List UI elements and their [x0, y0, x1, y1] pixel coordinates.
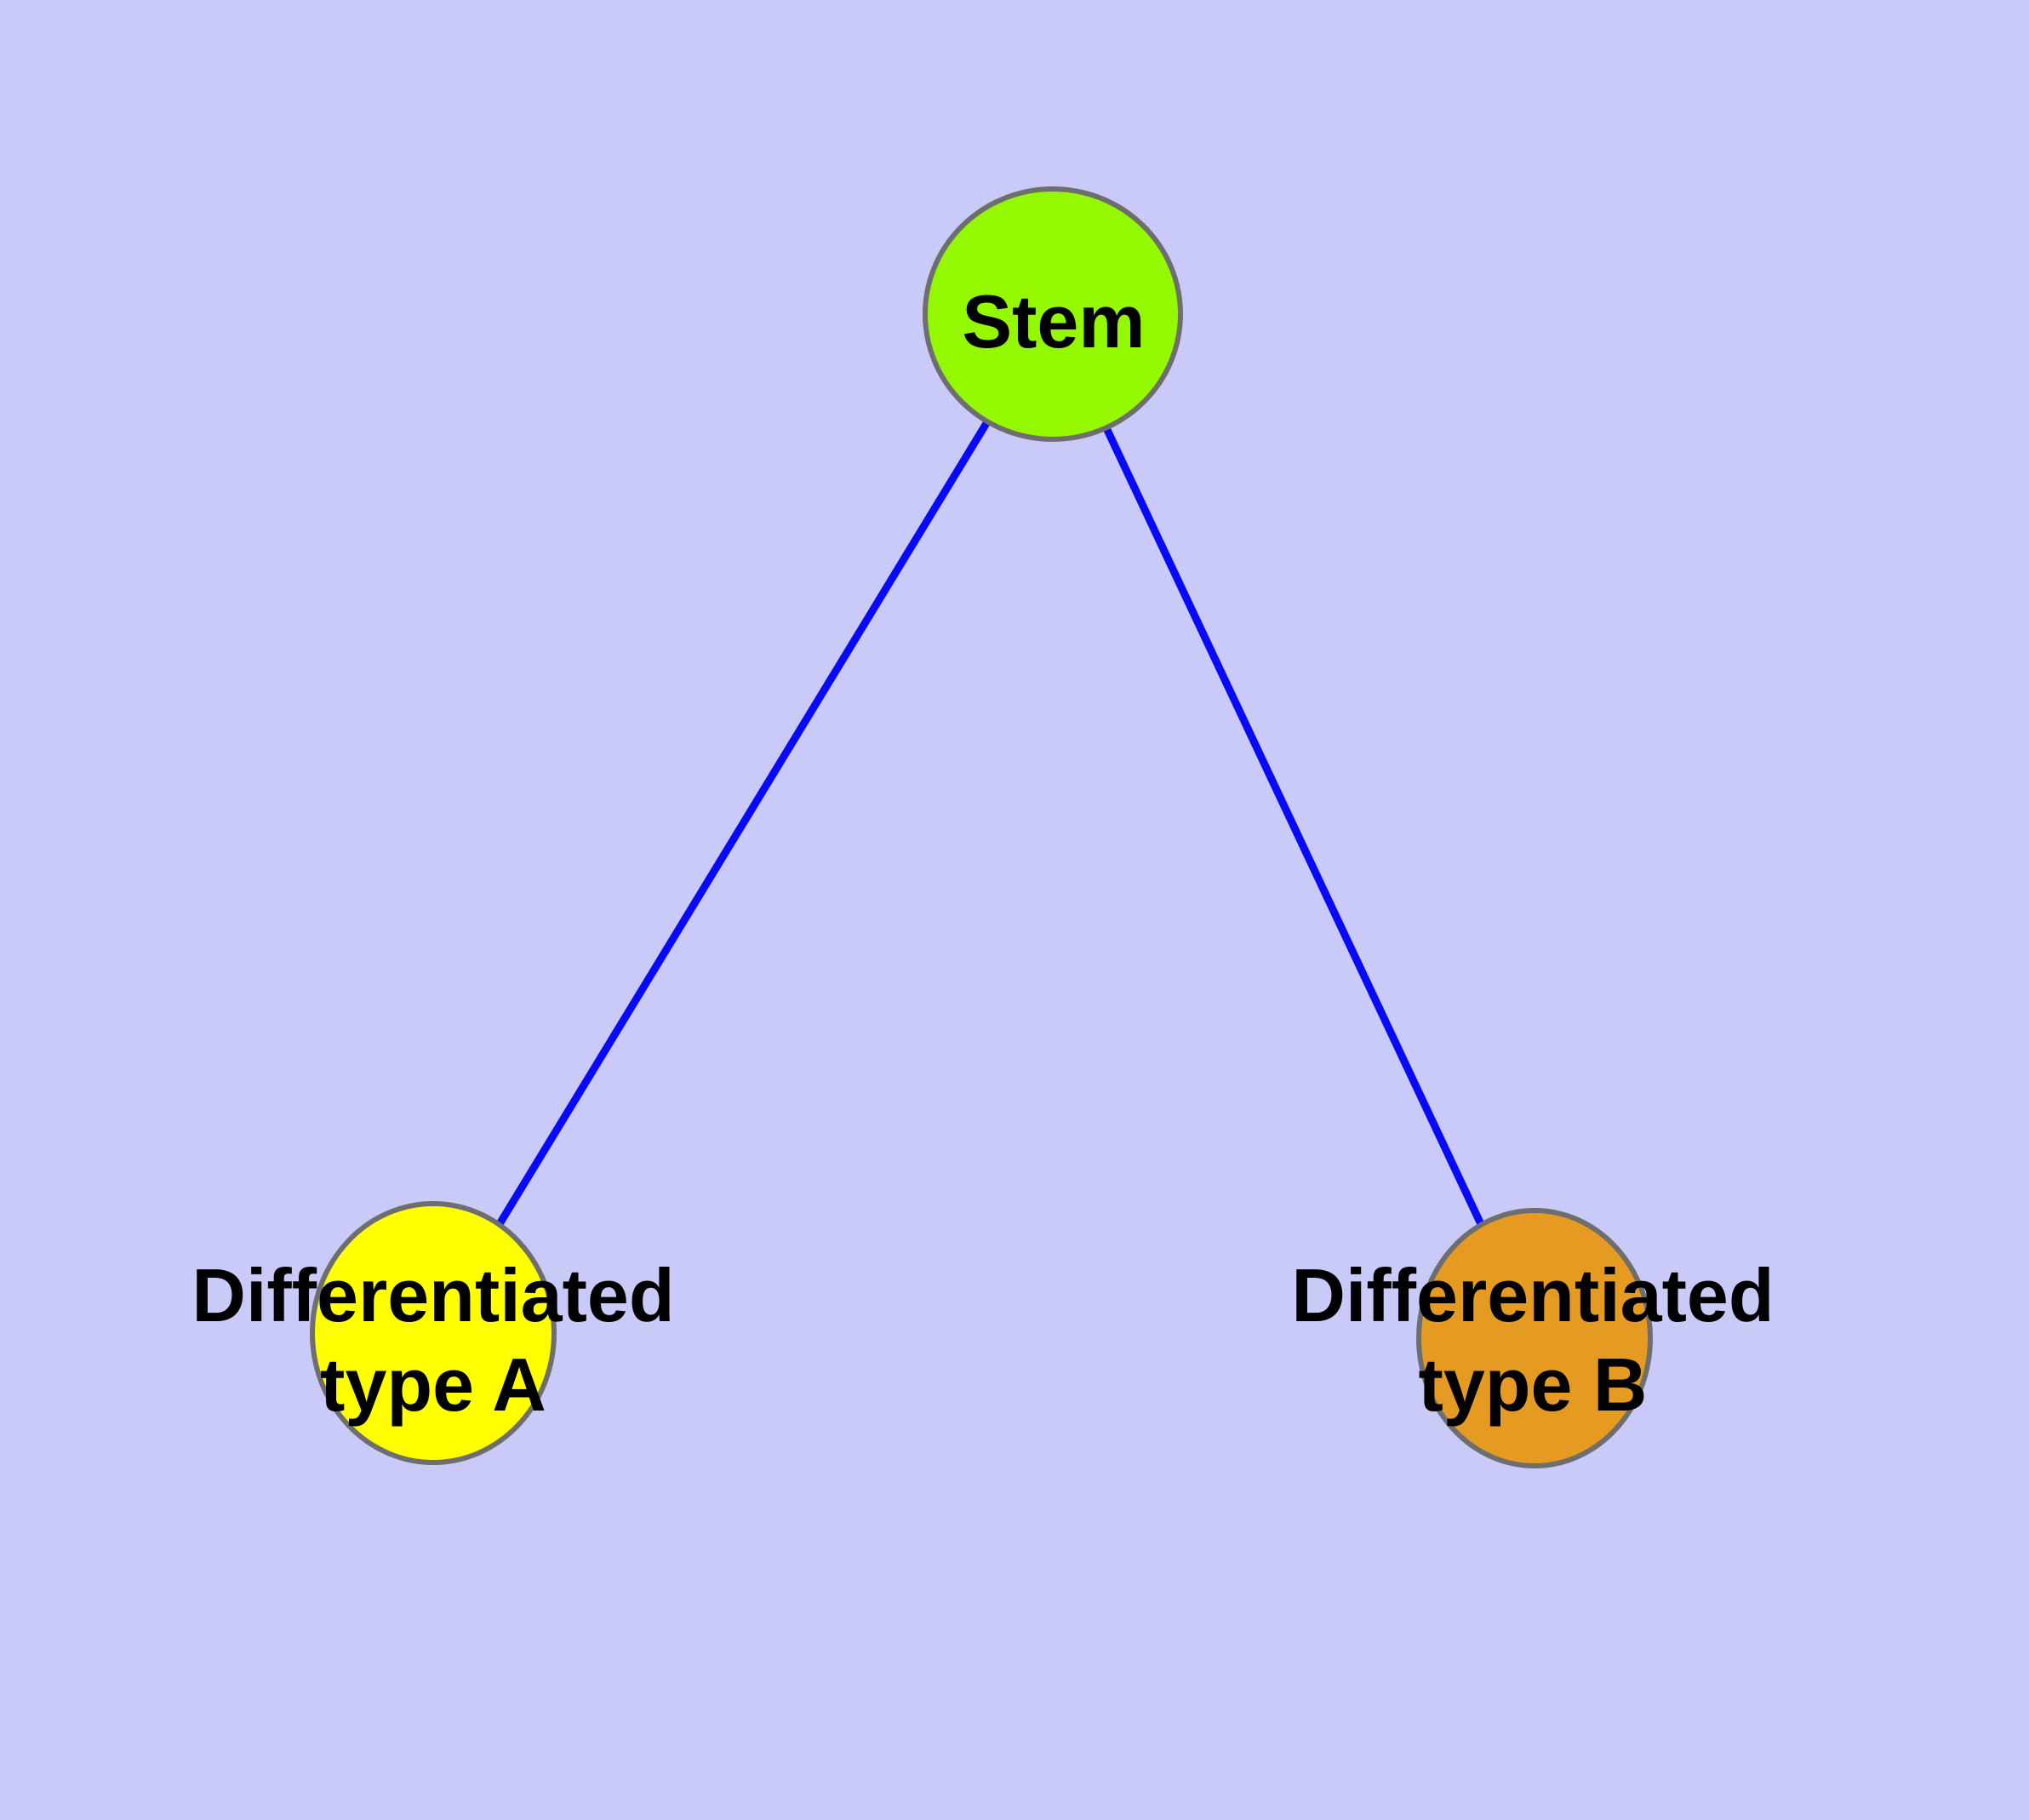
- node-stem: Stem: [923, 186, 1183, 442]
- node-stem-label: Stem: [962, 279, 1145, 363]
- node-differentiated-type-b-label-line1: Differentiated: [1291, 1253, 1774, 1337]
- node-differentiated-type-a-label-line2: type A: [320, 1342, 546, 1427]
- node-differentiated-type-a-circle: [310, 1201, 557, 1465]
- node-stem-circle: [923, 186, 1183, 442]
- node-differentiated-type-a-label-line1: Differentiated: [191, 1253, 674, 1337]
- node-differentiated-type-b-circle: [1416, 1208, 1653, 1468]
- node-differentiated-type-a: Differentiated type A: [191, 1201, 675, 1465]
- node-differentiated-type-b-label-line2: type B: [1419, 1342, 1648, 1427]
- node-differentiated-type-b: Differentiated type B: [1291, 1208, 1775, 1468]
- edge-stem-to-type-a: [430, 312, 1056, 1336]
- edge-stem-to-type-b: [1049, 312, 1539, 1340]
